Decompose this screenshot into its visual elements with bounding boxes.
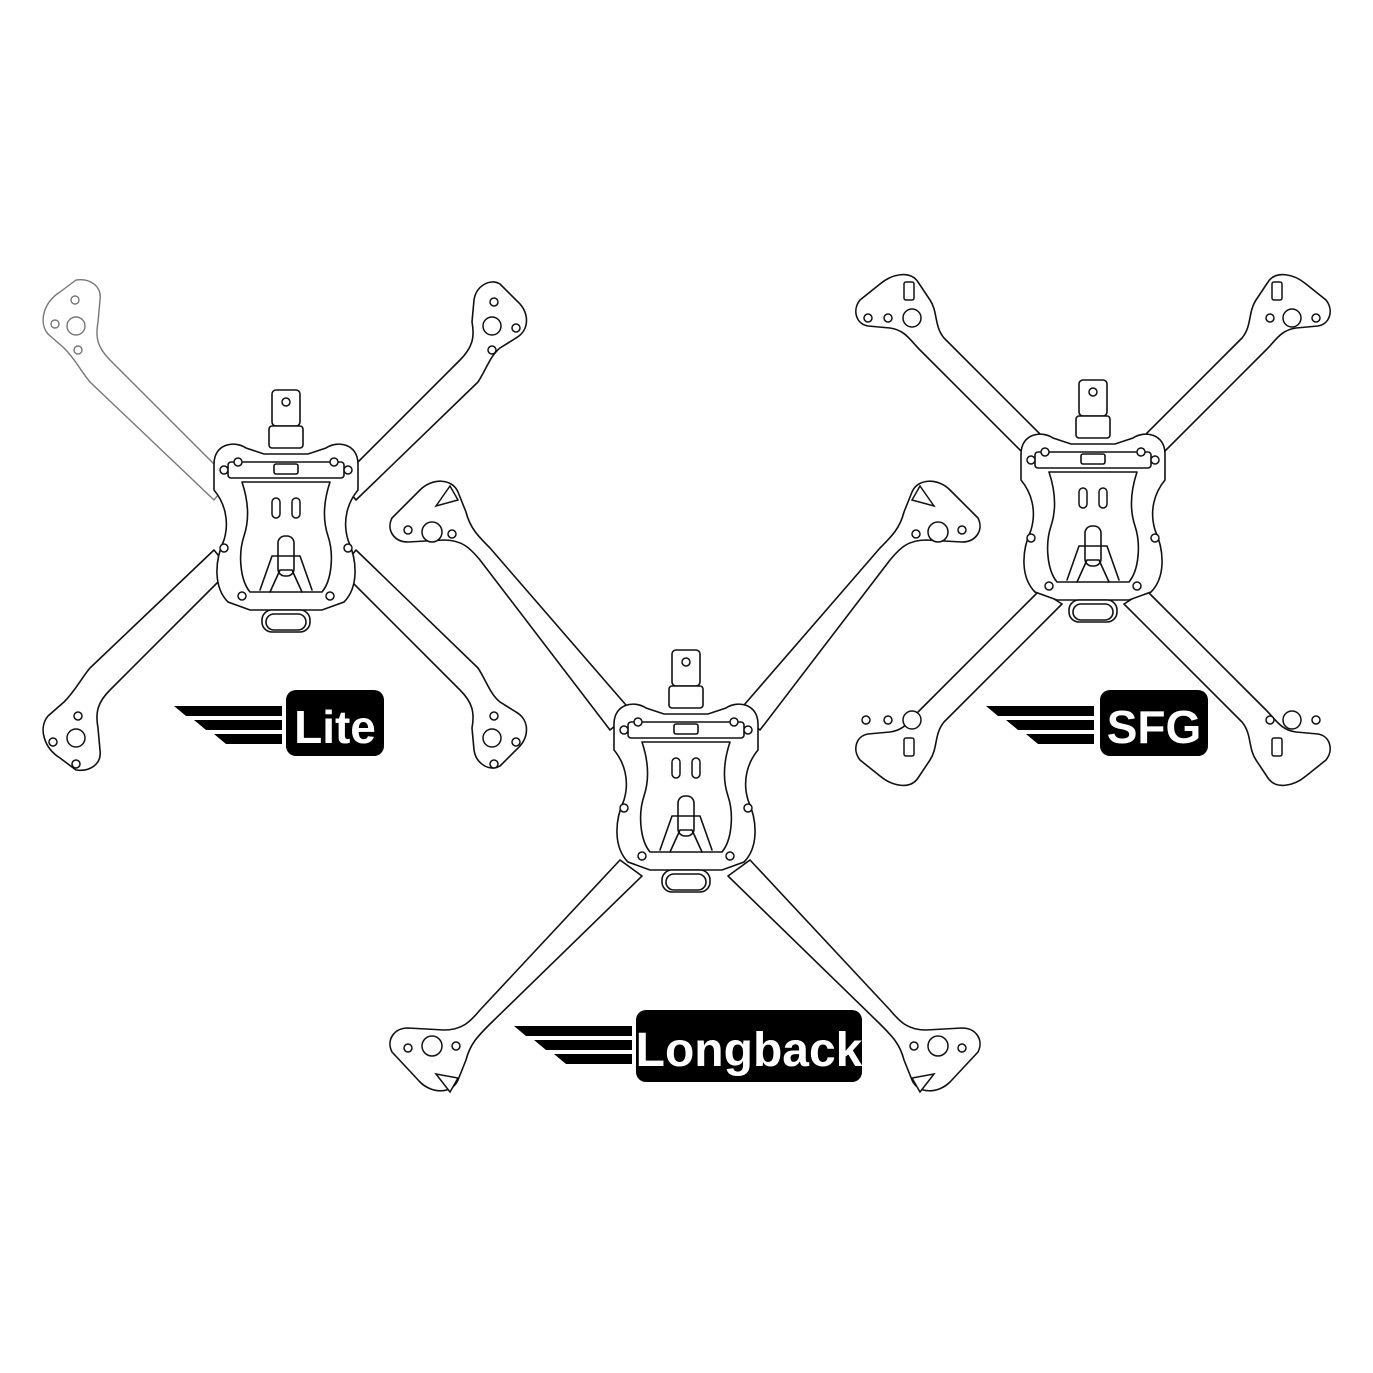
speed-wings-icon bbox=[514, 1026, 632, 1064]
badge-longback: Longback bbox=[514, 1010, 863, 1082]
frame-label-longback: Longback bbox=[636, 1024, 863, 1077]
speed-wings-icon bbox=[986, 706, 1094, 744]
frame-label-lite: Lite bbox=[294, 701, 376, 753]
badge-lite: Lite bbox=[174, 690, 384, 756]
frame-lite bbox=[42, 279, 528, 772]
lite-arms bbox=[42, 279, 528, 772]
frame-label-sfg: SFG bbox=[1107, 701, 1202, 753]
frame-sfg bbox=[855, 273, 1331, 787]
lite-body bbox=[213, 389, 359, 633]
sfg-body bbox=[1020, 379, 1166, 623]
badge-sfg: SFG bbox=[986, 690, 1208, 756]
speed-wings-icon bbox=[174, 706, 282, 744]
sfg-arms bbox=[855, 273, 1331, 787]
longback-arms bbox=[389, 480, 981, 1094]
longback-body bbox=[613, 649, 759, 893]
frame-longback bbox=[389, 480, 981, 1094]
